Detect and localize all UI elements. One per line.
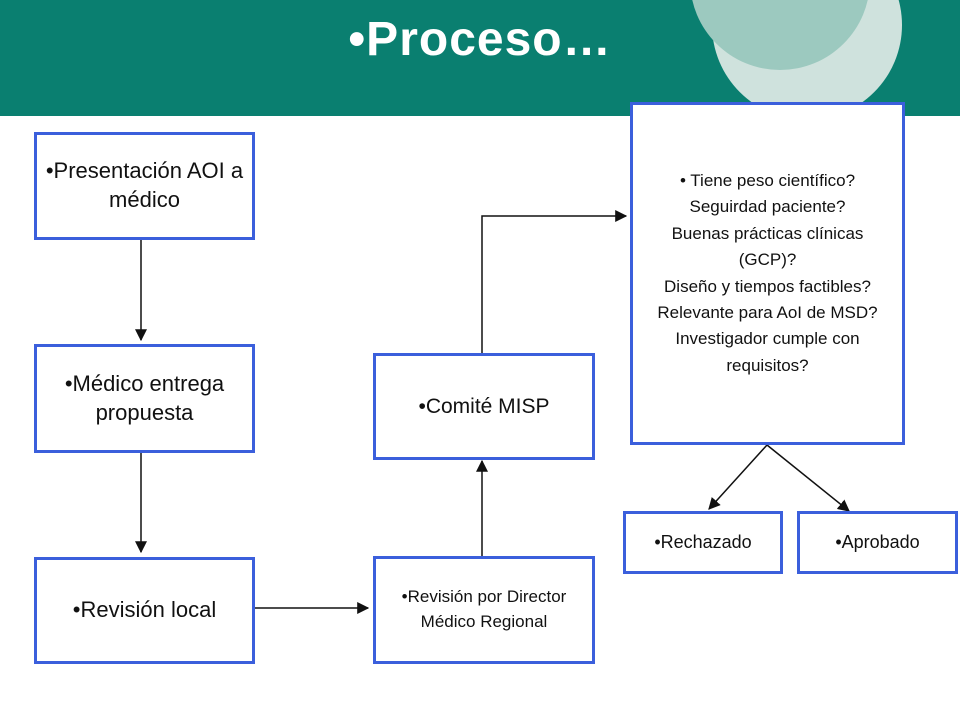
node-revision-director: •Revisión por Director Médico Regional <box>373 556 595 664</box>
node-revision-director-label: •Revisión por Director Médico Regional <box>401 587 567 631</box>
slide-title: •Proceso… <box>348 13 612 66</box>
node-revision-local-label: •Revisión local <box>72 597 217 623</box>
node-criterios: • Tiene peso científico? Seguirdad pacie… <box>630 102 905 445</box>
node-presentacion-label: •Presentación AOI a médico <box>45 158 244 212</box>
node-aprobado: •Aprobado <box>797 511 958 574</box>
arrow-comite-to-criterios <box>481 210 628 353</box>
arrow-criterios-to-rechazado <box>708 444 768 510</box>
criterio-item: Seguirdad paciente? <box>689 197 846 217</box>
node-medico-label: •Médico entrega propuesta <box>64 370 225 425</box>
node-presentacion: •Presentación AOI a médico <box>34 132 255 240</box>
header-band: •Proceso… <box>0 0 960 116</box>
node-aprobado-label: •Aprobado <box>835 531 920 552</box>
node-revision-local: •Revisión local <box>34 557 255 664</box>
criterios-list: • Tiene peso científico? Seguirdad pacie… <box>643 168 892 379</box>
criterio-item: Diseño y tiempos factibles? <box>664 276 871 296</box>
node-comite-misp: •Comité MISP <box>373 353 595 460</box>
node-rechazado-label: •Rechazado <box>654 531 752 552</box>
criterio-item: • Tiene peso científico? <box>679 171 856 191</box>
node-rechazado: •Rechazado <box>623 511 783 574</box>
criterio-item: Relevante para AoI de MSD? <box>657 302 878 322</box>
arrow-criterios-to-aprobado <box>766 444 850 512</box>
node-comite-label: •Comité MISP <box>418 394 550 418</box>
criterio-item: Buenas prácticas clínicas (GCP)? <box>671 223 864 270</box>
criterio-item: Investigador cumple con requisitos? <box>675 329 860 375</box>
node-medico-entrega: •Médico entrega propuesta <box>34 344 255 453</box>
